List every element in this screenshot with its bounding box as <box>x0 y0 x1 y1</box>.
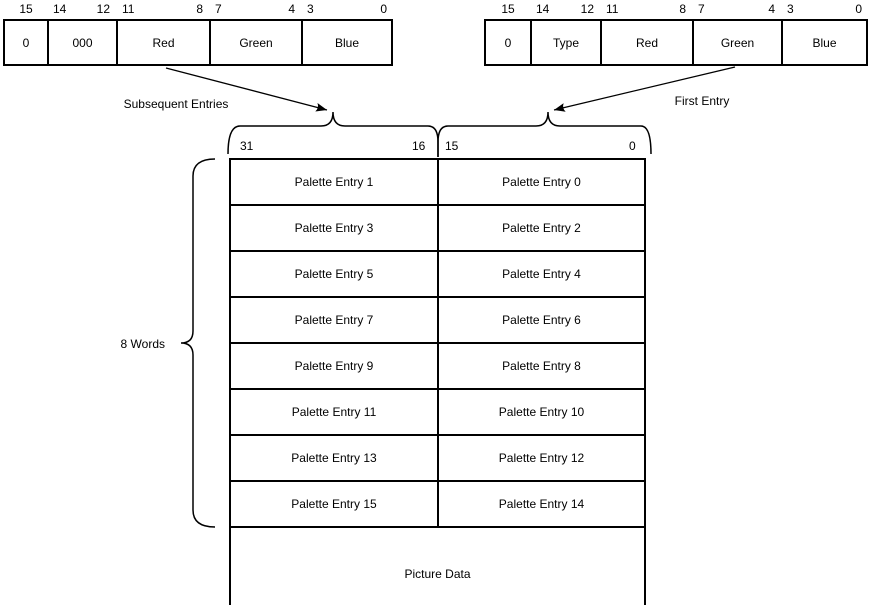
field-label: Green <box>239 35 273 50</box>
first-entry-caption: First Entry <box>674 94 730 108</box>
palette-entry-cell: Palette Entry 0 <box>502 175 581 189</box>
bit-number: 11 <box>606 2 619 16</box>
palette-entry-cell: Palette Entry 1 <box>231 160 439 204</box>
table-row: Palette Entry 1 Palette Entry 0 <box>231 160 644 206</box>
bit-number: 4 <box>288 2 295 16</box>
field-label: 0 <box>22 35 30 50</box>
high-word-brace <box>227 111 439 157</box>
bit-number: 7 <box>215 2 222 16</box>
palette-entry-cell: Palette Entry 2 <box>502 221 581 235</box>
bit-number: 4 <box>768 2 775 16</box>
field-label: 0 <box>504 35 512 50</box>
table-row: Palette Entry 11 Palette Entry 10 <box>231 390 644 436</box>
bit-31-label: 31 <box>240 139 254 153</box>
palette-entry-cell: Palette Entry 10 <box>498 405 585 419</box>
table-row: Palette Entry 7 Palette Entry 6 <box>231 298 644 344</box>
bit-number: 8 <box>196 2 203 16</box>
bit-number: 14 <box>53 2 67 16</box>
table-row: Palette Entry 15 Palette Entry 14 <box>231 482 644 528</box>
first-entry-register: 15 14 12 11 8 7 4 3 0 0 Type Red Green Blue <box>484 2 868 66</box>
bit-number: 12 <box>96 2 110 16</box>
palette-entry-cell: Palette Entry 9 <box>231 344 439 388</box>
palette-entry-cell: Palette Entry 11 <box>231 390 439 434</box>
bit-number: 7 <box>698 2 705 16</box>
palette-entry-cell: Palette Entry 4 <box>502 267 581 281</box>
field-green: Green <box>692 21 781 64</box>
bit-number: 0 <box>855 2 862 16</box>
field-red: Red <box>116 21 209 64</box>
eight-words-label: 8 Words <box>120 337 165 351</box>
palette-entry-cell: Palette Entry 8 <box>502 359 581 373</box>
table-row: Palette Entry 5 Palette Entry 4 <box>231 252 644 298</box>
field-label: Red <box>635 35 658 50</box>
field-label: Type <box>552 35 579 50</box>
palette-entry-cell: Palette Entry 5 <box>231 252 439 296</box>
bit-0-label: 0 <box>629 139 636 153</box>
field-blue: Blue <box>301 21 391 64</box>
field-green: Green <box>209 21 301 64</box>
bit-number: 3 <box>307 2 314 16</box>
palette-entry-cell: Palette Entry 3 <box>231 206 439 250</box>
bit-16-label: 16 <box>412 139 426 153</box>
palette-memory-table: Palette Entry 1 Palette Entry 0 Palette … <box>229 158 646 605</box>
bit-numbers-row: 15 14 12 11 8 7 4 3 0 <box>486 2 868 19</box>
field-red: Red <box>600 21 692 64</box>
palette-entry-cell: Palette Entry 6 <box>502 313 581 327</box>
low-word-brace <box>437 111 652 157</box>
bit-number: 12 <box>580 2 594 16</box>
bit-number: 14 <box>536 2 550 16</box>
register-box: 0 000 Red Green Blue <box>3 19 393 66</box>
bit-number: 11 <box>122 2 135 16</box>
bit-number: 8 <box>679 2 686 16</box>
subsequent-entries-caption: Subsequent Entries <box>123 97 229 111</box>
field-type: Type <box>530 21 600 64</box>
field-zero: 0 <box>486 21 530 64</box>
table-row: Palette Entry 13 Palette Entry 12 <box>231 436 644 482</box>
field-blue: Blue <box>781 21 866 64</box>
field-label: Blue <box>334 35 360 50</box>
bit-number: 15 <box>19 2 33 16</box>
palette-entry-cell: Palette Entry 12 <box>498 451 585 465</box>
field-zero: 0 <box>5 21 47 64</box>
picture-data-cell: Picture Data <box>231 528 644 605</box>
field-000: 000 <box>47 21 116 64</box>
subsequent-entries-register: 15 14 12 11 8 7 4 3 0 0 000 Red Green Blue <box>3 2 393 66</box>
register-box: 0 Type Red Green Blue <box>484 19 868 66</box>
palette-entry-cell: Palette Entry 14 <box>498 497 585 511</box>
bit-number: 0 <box>380 2 387 16</box>
field-label: Red <box>152 35 175 50</box>
bit-number: 3 <box>787 2 794 16</box>
field-label: 000 <box>72 35 93 50</box>
bit-numbers-row: 15 14 12 11 8 7 4 3 0 <box>5 2 393 19</box>
bit-15-label: 15 <box>445 139 459 153</box>
table-row: Palette Entry 3 Palette Entry 2 <box>231 206 644 252</box>
picture-data-label: Picture Data <box>404 567 471 581</box>
eight-words-brace <box>180 158 216 528</box>
field-label: Green <box>720 35 755 50</box>
bit-number: 15 <box>501 2 515 16</box>
palette-entry-cell: Palette Entry 13 <box>231 436 439 480</box>
palette-entry-cell: Palette Entry 7 <box>231 298 439 342</box>
table-row: Palette Entry 9 Palette Entry 8 <box>231 344 644 390</box>
field-label: Blue <box>812 35 837 50</box>
palette-entry-cell: Palette Entry 15 <box>231 482 439 526</box>
